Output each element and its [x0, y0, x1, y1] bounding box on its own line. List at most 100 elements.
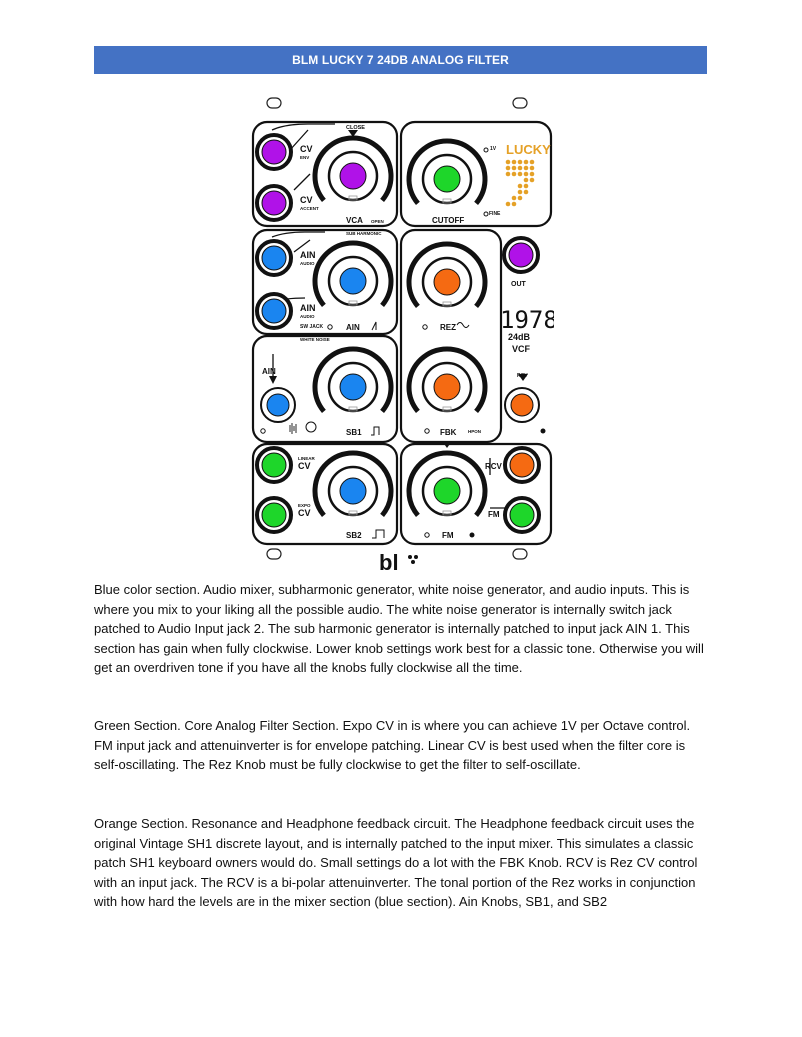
label-vca: VCA — [346, 216, 363, 225]
lucky7-dot — [517, 171, 523, 177]
label-out: OUT — [511, 281, 527, 288]
lucky7-dot — [511, 159, 517, 165]
knob-rez-scale-arc — [406, 241, 488, 309]
lucky7-dot — [511, 201, 517, 207]
label-cv-accent: CV — [300, 195, 313, 205]
knob-cutoff-scale-arc — [406, 138, 488, 206]
lucky7-dot — [517, 159, 523, 165]
pulse-wave-icon — [372, 529, 385, 539]
label-vcf: VCF — [512, 344, 531, 354]
label-1v: 1V — [490, 146, 497, 152]
knob-sb2[interactable] — [327, 465, 379, 517]
knob-ain-small[interactable] — [260, 387, 296, 423]
label-close: CLOSE — [346, 125, 365, 131]
label-rez: REZ — [440, 323, 456, 332]
knob-vca-slot — [348, 195, 358, 201]
knob-fm[interactable] — [421, 465, 473, 517]
lucky7-dot — [511, 165, 517, 171]
bl-logo: bl — [379, 550, 399, 570]
lucky7-dot — [523, 189, 529, 195]
label-hpon: HPON — [468, 429, 481, 434]
indicator-circle-1v — [483, 147, 489, 153]
label-24db: 24dB — [508, 332, 531, 342]
mount-hole-bottom-right — [512, 548, 528, 560]
knob-rez-slot — [442, 301, 452, 307]
frame-ain-section — [251, 228, 399, 336]
frame-cutoff-section — [399, 120, 553, 228]
lucky7-dot — [517, 183, 523, 189]
label-cv-env: CV — [300, 144, 313, 154]
frame-sb2-section — [251, 442, 399, 546]
mount-hole-top-left — [266, 97, 282, 109]
label-fbk: FBK — [440, 428, 457, 437]
mount-hole-bottom-left — [266, 548, 282, 560]
jack-linear-cv[interactable] — [255, 446, 293, 484]
saw-wave-icon — [371, 321, 377, 331]
label-ain-1: AIN — [300, 250, 316, 260]
jack-fm[interactable] — [503, 496, 541, 534]
knob-rcv-small[interactable] — [504, 387, 540, 423]
label-fm: FM — [488, 510, 500, 519]
jack-rcv[interactable] — [503, 446, 541, 484]
knob-fbk[interactable] — [421, 361, 473, 413]
knob-cutoff-slot — [442, 198, 452, 204]
lucky7-dot — [517, 195, 523, 201]
jack-cv-env[interactable] — [255, 133, 293, 171]
indicator-circle-fm — [424, 532, 430, 538]
lucky7-dot — [523, 165, 529, 171]
indicator-circle-fine — [483, 211, 489, 217]
indicator-dot-rcv — [540, 428, 546, 434]
knob-ain-slot — [348, 300, 358, 306]
knob-ain[interactable] — [327, 255, 379, 307]
paragraph-green-section: Green Section. Core Analog Filter Sectio… — [94, 718, 691, 773]
label-sub-harmonic: SUB HARMONIC — [346, 231, 382, 236]
label-expo: EXPO — [298, 503, 311, 508]
knob-fbk-slot — [442, 406, 452, 412]
indicator-dot-fm — [469, 532, 475, 538]
lucky7-dot — [505, 201, 511, 207]
lucky7-dot — [529, 171, 535, 177]
knob-vca-scale-arc — [312, 135, 394, 203]
indicator-circle-fbk — [424, 428, 430, 434]
label-audio-1: AUDIO — [300, 261, 315, 266]
knob-vca[interactable] — [327, 150, 379, 202]
indicator-circle-sb1 — [260, 428, 266, 434]
knob-sb2-scale-arc — [312, 450, 394, 518]
label-env: ENV — [300, 155, 309, 160]
lucky7-dot — [517, 165, 523, 171]
document-title-banner: BLM LUCKY 7 24DB ANALOG FILTER — [94, 46, 707, 74]
knob-sb1[interactable] — [327, 361, 379, 413]
knob-rez[interactable] — [421, 256, 473, 308]
logo-dot-2 — [414, 555, 418, 559]
frame-fm-section — [399, 442, 553, 546]
indicator-circle-ain — [327, 324, 333, 330]
logo-dot-3 — [411, 560, 415, 564]
label-white-noise: WHITE NOISE — [300, 337, 330, 342]
noise-icon — [289, 423, 297, 434]
label-accent: ACCENT — [300, 206, 319, 211]
lucky7-dot — [517, 189, 523, 195]
mount-hole-top-right — [512, 97, 528, 109]
knob-cutoff[interactable] — [421, 153, 473, 205]
jack-ain-1[interactable] — [255, 239, 293, 277]
label-ain-knob: AIN — [346, 323, 360, 332]
jack-expo-cv[interactable] — [255, 496, 293, 534]
label-fm-knob: FM — [442, 531, 454, 540]
label-1978: 1978 — [500, 306, 554, 334]
jack-cv-accent[interactable] — [255, 184, 293, 222]
knob-ain-scale-arc — [312, 240, 394, 308]
label-cutoff: CUTOFF — [432, 216, 464, 225]
lucky7-dot — [529, 159, 535, 165]
paragraph-blue-section: Blue color section. Audio mixer, subharm… — [94, 582, 704, 676]
white-noise-pot — [305, 421, 317, 433]
label-open: OPEN — [371, 219, 384, 224]
frame-sb1-section — [251, 334, 399, 444]
label-rcv: RCV — [485, 462, 503, 471]
jack-ain-2[interactable] — [255, 292, 293, 330]
jack-out[interactable] — [502, 236, 540, 274]
label-audio-2: AUDIO — [300, 314, 315, 319]
lucky-logo-text: LUCKY — [506, 142, 551, 157]
sine-wave-icon — [456, 322, 470, 328]
lucky7-dot — [505, 159, 511, 165]
lucky7-dot — [505, 171, 511, 177]
